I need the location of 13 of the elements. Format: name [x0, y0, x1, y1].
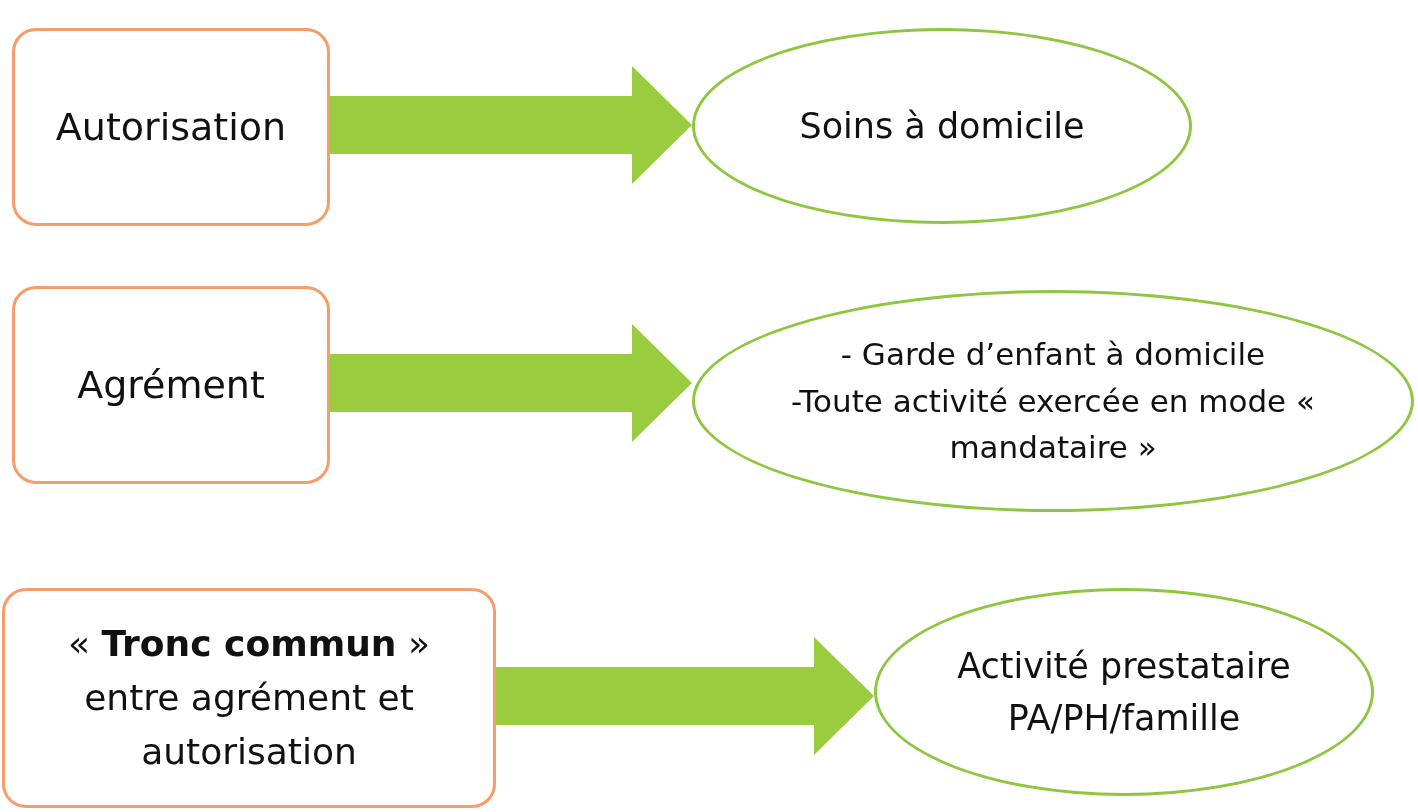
node-text: -Toute activité exercée en mode « mandataire »	[790, 381, 1316, 468]
rounded-box	[12, 286, 330, 484]
node-text: - Garde d’enfant à domicile	[840, 335, 1266, 375]
node-text: Activité prestataire PA/PH/famille	[956, 644, 1292, 740]
node-text: Autorisation	[55, 103, 287, 151]
block-arrow	[330, 324, 692, 442]
node-text: « Tronc commun » entre agrément et autorisation	[67, 622, 431, 774]
block-arrow	[496, 637, 874, 755]
node-text: Agrément	[77, 361, 265, 409]
block-arrow	[330, 66, 692, 184]
rounded-box	[12, 28, 330, 226]
rounded-box	[2, 588, 496, 808]
node-text: Soins à domicile	[799, 104, 1085, 148]
